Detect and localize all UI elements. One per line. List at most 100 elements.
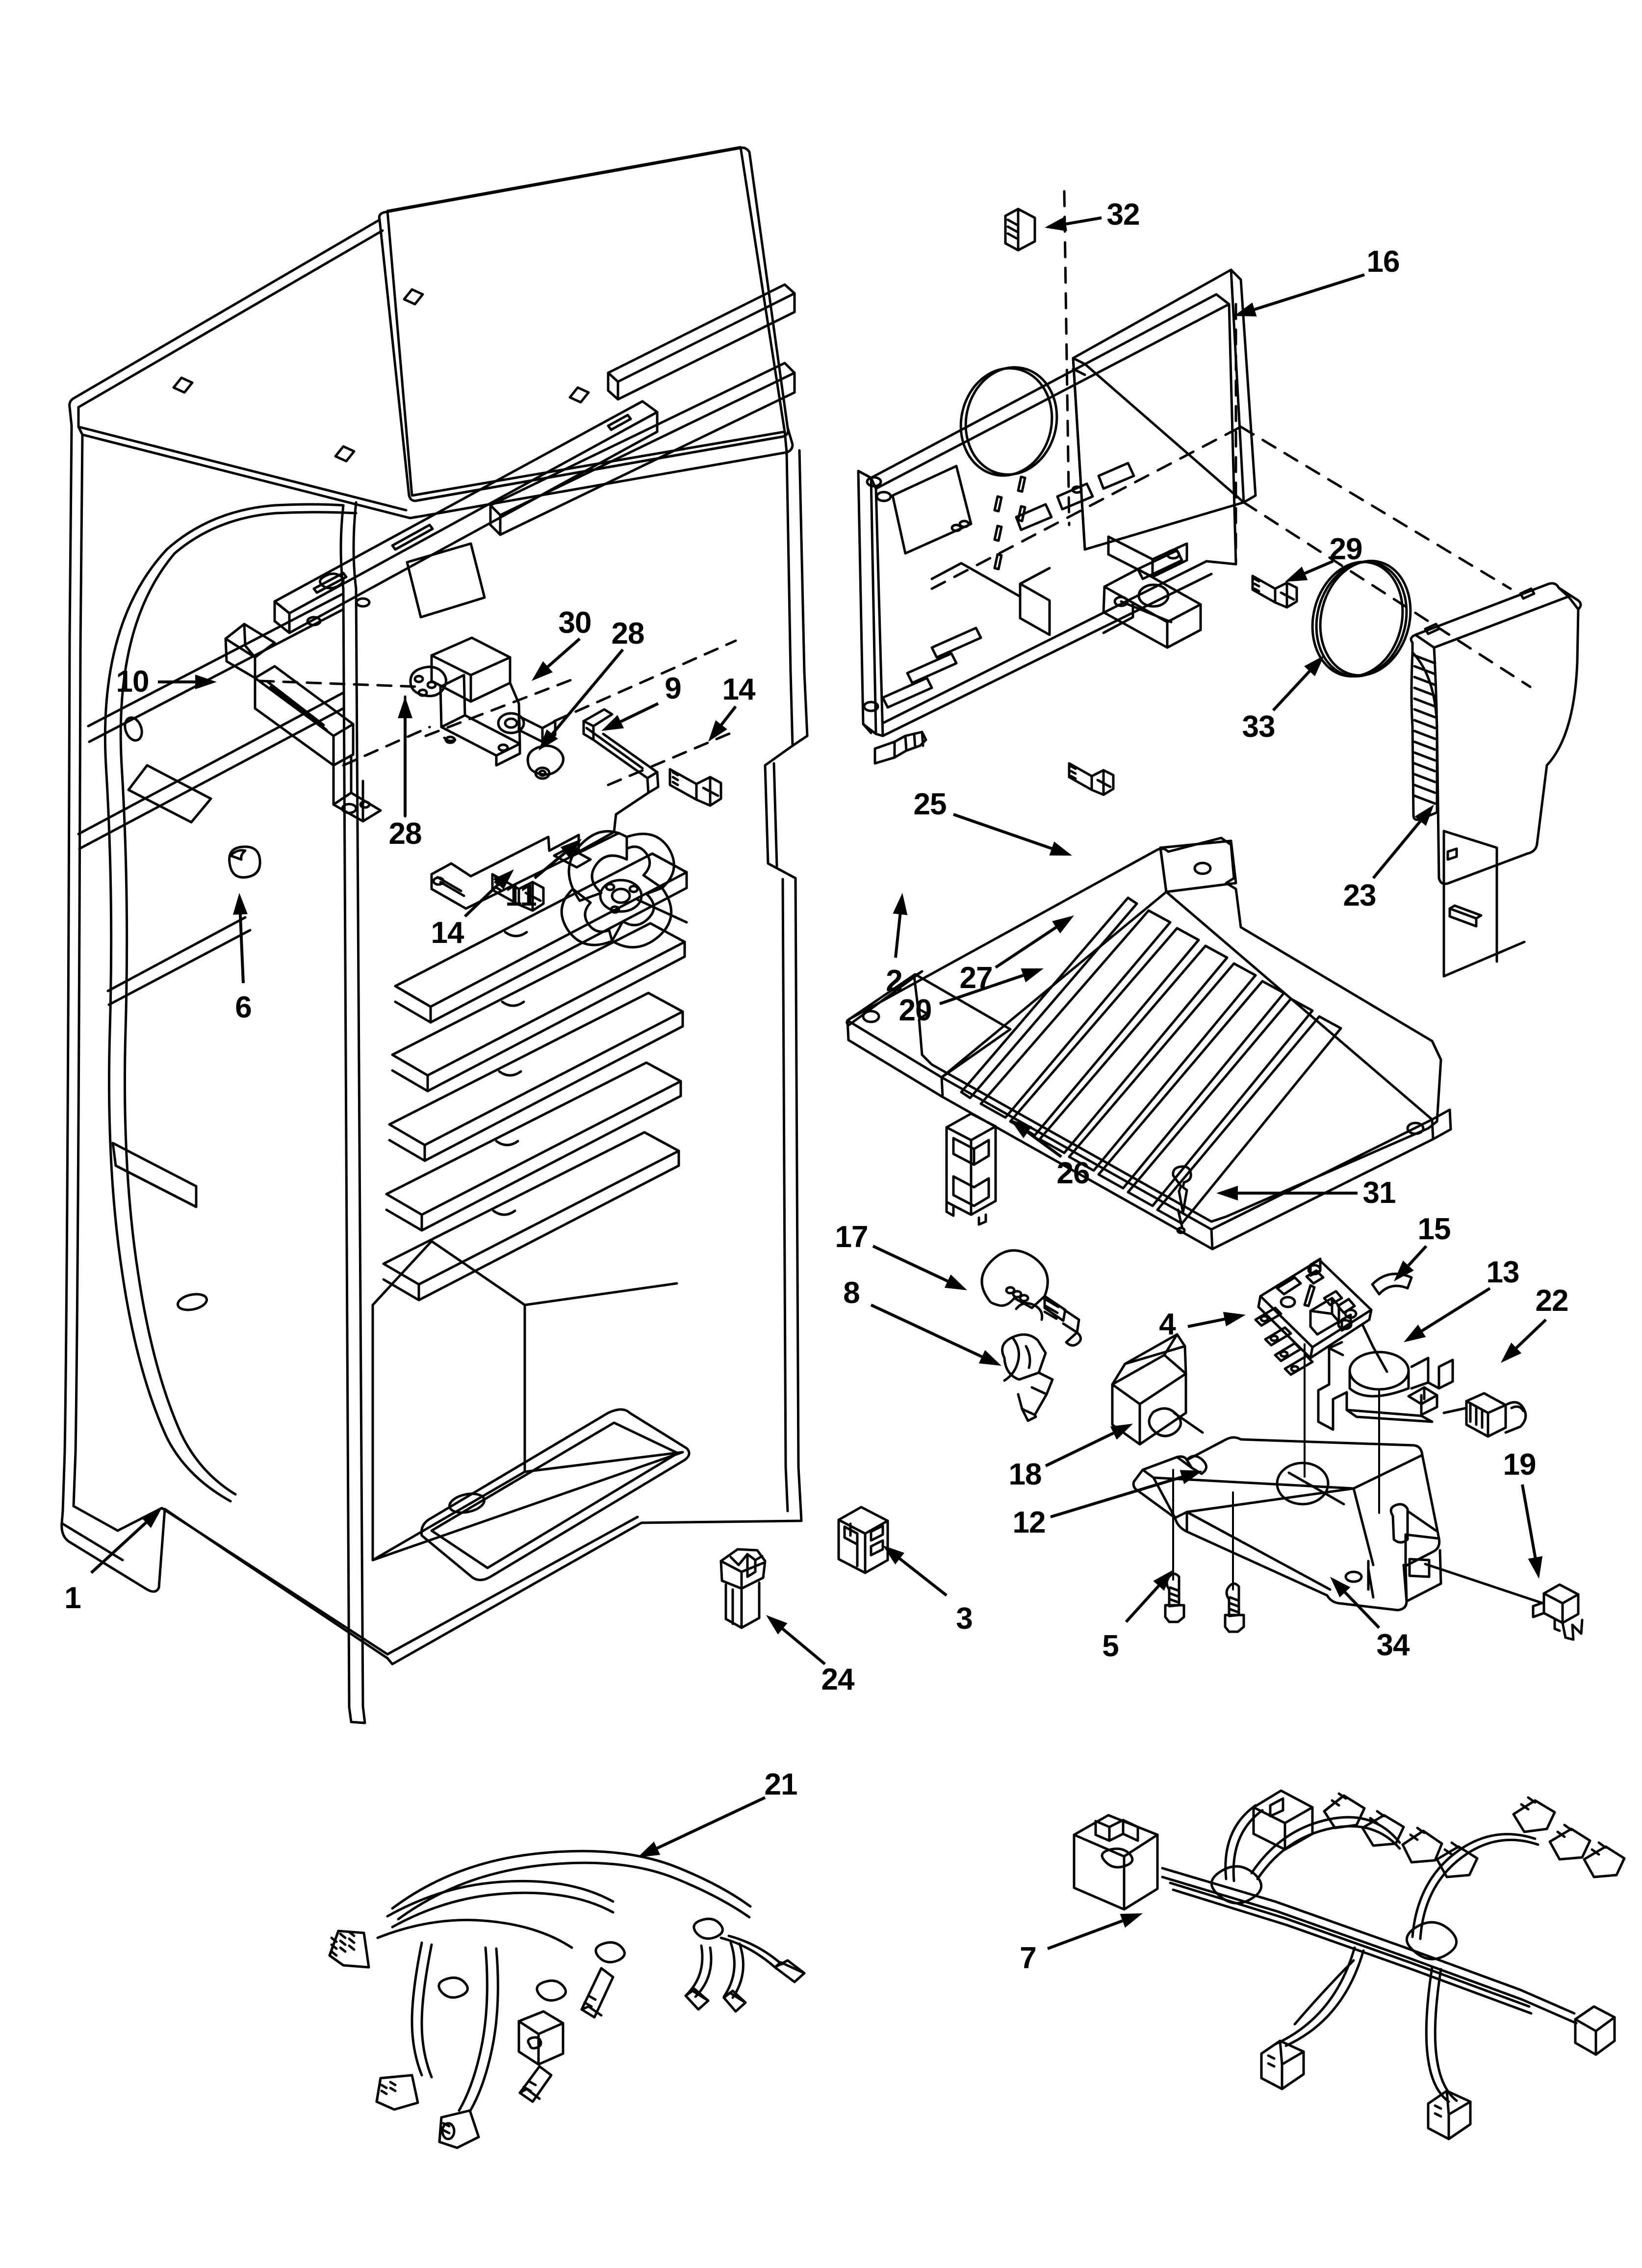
callout-number-defrost-thermostat: 13 [1486, 1255, 1520, 1289]
arrowhead-light-shield [1110, 1424, 1133, 1440]
arrowhead-light-socket [978, 1350, 1001, 1366]
arrowhead-grommet-plug [893, 893, 908, 915]
leader-line-evaporator-fan-motor [547, 637, 581, 668]
arrowhead-cabinet-wire-harness [638, 1841, 661, 1857]
callout-number-evaporator-fan-motor: 30 [558, 606, 592, 640]
leader-line-cabinet-wire-harness [656, 1796, 766, 1850]
leader-line-main-wire-harness [1047, 1919, 1123, 1950]
leader-line-fan-motor-grommet [551, 649, 624, 735]
arrowhead-drain-pan-mount-screw [1330, 1577, 1351, 1598]
callout-number-terminal-block: 3 [956, 1602, 973, 1636]
callout-number-divider-panel-screw: 29 [1329, 532, 1363, 566]
callout-number-thermostat-terminal: 22 [1535, 1284, 1569, 1318]
callout-number-grommet-plug: 2 [886, 964, 902, 998]
arrowhead-evaporator-fan-blade [560, 839, 582, 859]
callout-number-hinge-support-bracket: 10 [116, 665, 150, 699]
arrowhead-defrost-timer [766, 1615, 788, 1635]
leader-line-wire-connector [1521, 1484, 1537, 1558]
leader-line-fan-mount-screw [720, 705, 737, 726]
callout-number-terminal-cover-plate: 27 [959, 961, 993, 995]
arrowhead-cabinet-liner [141, 1508, 162, 1528]
callout-number-fan-motor-grommet: 28 [388, 817, 422, 851]
arrowhead-grille-push-pin [1216, 1186, 1238, 1200]
callout-number-drain-pan: 12 [1012, 1506, 1046, 1539]
arrowhead-leveling-leg [1045, 216, 1067, 232]
callout-number-light-shield: 18 [1008, 1458, 1042, 1491]
callout-number-drain-pan-mount-screw: 34 [1376, 1628, 1410, 1662]
callout-number-fan-motor-bracket: 9 [665, 672, 681, 705]
callout-number-condenser-grille: 25 [913, 787, 947, 821]
arrowhead-drain-pan [1180, 1470, 1203, 1485]
arrowhead-fan-motor-bracket [601, 715, 624, 731]
arrowhead-fan-mount-screw [708, 720, 727, 742]
arrowhead-compressor-gasket [1304, 655, 1324, 677]
leader-line-drain-pan-mount-screw [1344, 1591, 1381, 1629]
callout-number-light-bulb: 17 [835, 1220, 869, 1254]
cabinet-assembly [60, 146, 1626, 2149]
leader-line-grommet-plug [894, 914, 902, 958]
arrowhead-evaporator-fan-motor [532, 661, 553, 681]
callout-number-main-wire-harness: 7 [1020, 1941, 1036, 1975]
leader-line-fan-motor-bracket [620, 702, 659, 723]
leader-line-compressor-gasket [1272, 670, 1311, 712]
arrowhead-electronic-control-board [1223, 1312, 1246, 1327]
leader-line-panel-screw [939, 974, 1024, 1005]
leader-line-defrost-thermostat [1421, 1287, 1491, 1332]
arrowhead-wire-connector [1528, 1556, 1543, 1579]
callout-number-evaporator-fan-blade: 11 [505, 879, 537, 912]
arrowhead-fan-motor-grommet [398, 697, 412, 718]
leader-line-divider-panel-screw [1304, 560, 1334, 575]
arrowhead-terminal-block [883, 1545, 904, 1564]
leader-line-liner-plug-button [238, 914, 245, 984]
leader-line-light-bulb [872, 1245, 949, 1283]
leader-line-defrost-timer [781, 1627, 826, 1666]
leader-line-fan-mount-screw [463, 883, 500, 918]
callout-number-fan-mount-screw: 14 [431, 916, 464, 950]
arrowhead-divider-panel-screw [1285, 566, 1308, 582]
leader-line-thermostat-terminal [1515, 1318, 1547, 1349]
callout-number-grille-push-pin: 31 [1362, 1176, 1396, 1210]
arrowhead-compressor-cover [1414, 805, 1434, 826]
arrowhead-defrost-thermostat [1404, 1324, 1426, 1342]
callout-number-defrost-timer: 24 [821, 1663, 855, 1696]
leader-line-evaporator-fan-blade [534, 851, 566, 880]
callout-arrows [90, 216, 1547, 1950]
callout-number-compressor-gasket: 33 [1242, 710, 1276, 744]
leader-line-compressor-divider-panel [1254, 273, 1365, 311]
leader-line-terminal-block [898, 1557, 948, 1597]
callout-number-leveling-leg: 32 [1106, 198, 1140, 232]
leader-line-light-shield [1045, 1432, 1114, 1467]
leader-line-condenser-grille [953, 813, 1052, 850]
arrowhead-main-wire-harness [1120, 1913, 1143, 1928]
leader-line-leveling-leg [1065, 216, 1102, 226]
callout-number-cabinet-wire-harness: 21 [764, 1768, 798, 1801]
callout-number-wire-connector: 19 [1503, 1448, 1537, 1482]
leader-line-drain-pan [1050, 1475, 1182, 1518]
arrowhead-fan-motor-grommet [539, 729, 558, 751]
callout-number-panel-screw: 20 [898, 993, 932, 1027]
callout-arrowheads [141, 216, 1543, 1928]
callout-number-drain-pan-screw: 5 [1102, 1629, 1119, 1663]
leader-line-drain-trough-clip [1026, 1131, 1062, 1158]
callout-number-fan-mount-screw: 14 [722, 673, 756, 706]
arrowhead-light-bulb [944, 1274, 967, 1290]
callout-number-thermostat-clip: 15 [1417, 1212, 1451, 1246]
callout-number-cabinet-liner: 1 [64, 1581, 81, 1615]
callout-number-drain-trough-clip: 26 [1056, 1156, 1090, 1190]
callout-number-electronic-control-board: 4 [1159, 1307, 1176, 1341]
leader-line-electronic-control-board [1187, 1317, 1225, 1328]
arrowhead-drain-trough-clip [1010, 1120, 1032, 1139]
leader-line-drain-pan-screw [1125, 1585, 1160, 1623]
arrowhead-panel-screw [1021, 968, 1044, 983]
arrowhead-terminal-cover-plate [1052, 915, 1074, 934]
leader-line-thermostat-clip [1407, 1245, 1428, 1267]
arrowhead-liner-plug-button [232, 893, 248, 915]
leader-line-terminal-cover-plate [995, 926, 1057, 969]
arrowhead-thermostat-terminal [1501, 1342, 1522, 1363]
callout-number-light-socket: 8 [843, 1276, 860, 1310]
arrowhead-compressor-divider-panel [1234, 302, 1257, 317]
callout-number-compressor-divider-panel: 16 [1366, 245, 1400, 279]
